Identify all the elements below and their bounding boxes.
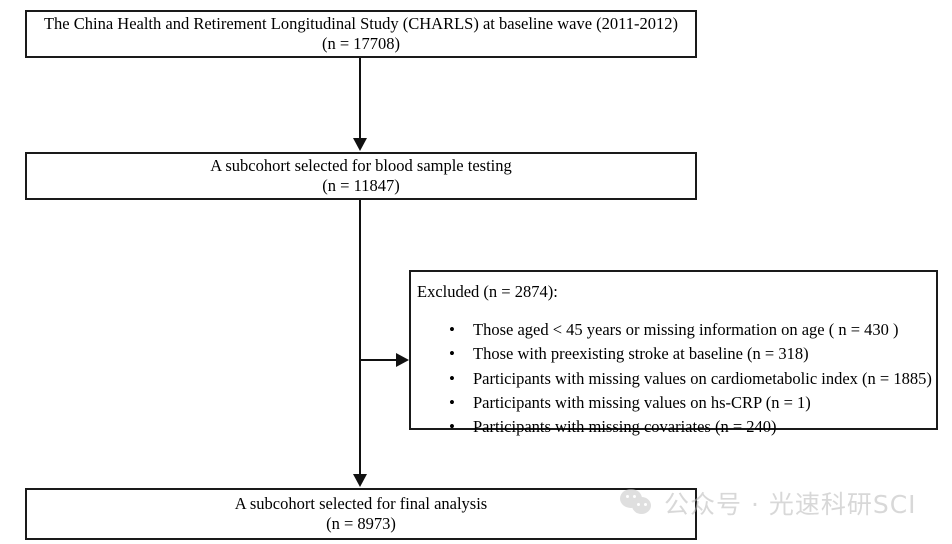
list-item-label: Those with preexisting stroke at baselin… <box>473 344 809 364</box>
watermark-text: 公众号 · 光速科研SCI <box>664 490 917 519</box>
box-baseline-line1: The China Health and Retirement Longitud… <box>43 13 679 33</box>
box-blood-line1: A subcohort selected for blood sample te… <box>210 155 512 175</box>
box-blood-subcohort: A subcohort selected for blood sample te… <box>25 152 697 200</box>
excluded-title: Excluded (n = 2874): <box>417 282 558 301</box>
box-baseline-cohort: The China Health and Retirement Longitud… <box>25 10 697 58</box>
list-item-label: Participants with missing values on hs-C… <box>473 393 811 413</box>
list-item: • Those with preexisting stroke at basel… <box>441 342 936 366</box>
box-final-line1: A subcohort selected for final analysis <box>234 493 488 513</box>
arrowhead-down-to-blood <box>353 138 367 151</box>
bullet-icon: • <box>449 344 455 364</box>
connector-blood-to-final <box>359 200 361 474</box>
connector-baseline-to-blood <box>359 58 361 138</box>
connector-branch-to-excluded <box>359 359 397 361</box>
list-item-label: Participants with missing covariates (n … <box>473 417 777 437</box>
bullet-icon: • <box>449 319 455 339</box>
list-item: • Participants with missing values on hs… <box>441 391 936 415</box>
excluded-criteria-list: • Those aged < 45 years or missing infor… <box>411 318 936 440</box>
box-excluded-criteria: Excluded (n = 2874): • Those aged < 45 y… <box>409 270 938 436</box>
box-baseline-line2: (n = 17708) <box>321 34 401 53</box>
list-item-label: Participants with missing values on card… <box>473 368 932 388</box>
bullet-icon: • <box>449 368 455 388</box>
list-item: • Participants with missing covariates (… <box>441 415 936 439</box>
box-final-subcohort: A subcohort selected for final analysis … <box>25 488 697 540</box>
list-item: • Participants with missing values on ca… <box>441 367 936 391</box>
box-blood-line2: (n = 11847) <box>322 176 400 195</box>
box-final-line2: (n = 8973) <box>326 514 396 533</box>
list-item-label: Those aged < 45 years or missing informa… <box>473 319 899 339</box>
list-item: • Those aged < 45 years or missing infor… <box>441 318 936 342</box>
bullet-icon: • <box>449 417 455 437</box>
arrowhead-right-to-excluded <box>396 353 409 367</box>
bullet-icon: • <box>449 393 455 413</box>
arrowhead-down-to-final <box>353 474 367 487</box>
